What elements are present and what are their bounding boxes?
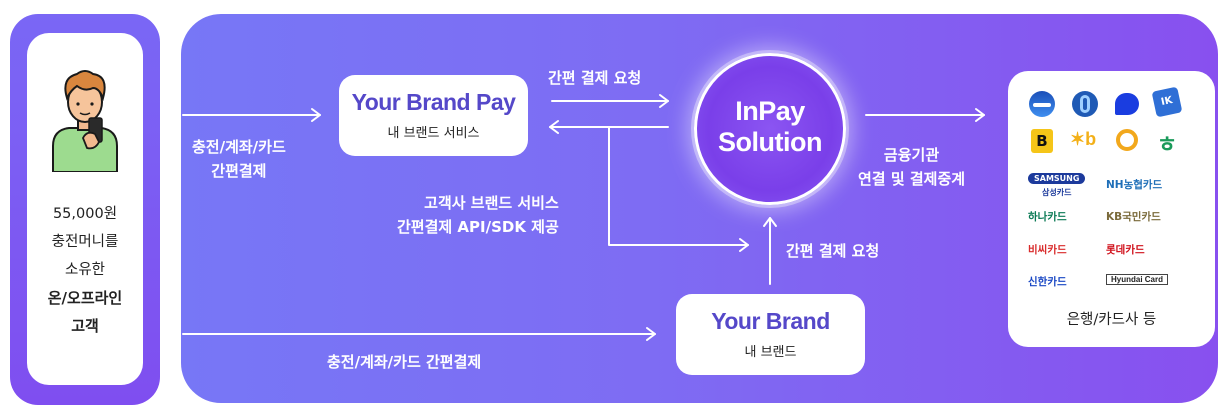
brand-box: Your Brand 내 브랜드 <box>676 294 865 375</box>
samsung-card: 삼성카드 <box>1042 188 1072 197</box>
customer-line-2: 충전머니를 <box>51 234 119 250</box>
brand-service-line-1: 고객사 브랜드 서비스 <box>424 194 559 212</box>
bc-card: 비씨카드 <box>1028 244 1067 256</box>
charge-top-label: 충전/계좌/카드 간편결제 <box>192 135 286 183</box>
customer-balance: 55,000원 <box>52 206 118 222</box>
shinhan-bank-logo-icon <box>1072 91 1098 117</box>
bank-logo-icon <box>1029 91 1055 117</box>
kbank-logo-icon: B <box>1031 129 1053 153</box>
brand-pay-box: Your Brand Pay 내 브랜드 서비스 <box>339 75 528 156</box>
brand-service-line-2: 간편결제 API/SDK 제공 <box>397 218 559 236</box>
customer-line-3: 소유한 <box>64 262 106 278</box>
brand-service-label: 고객사 브랜드 서비스 간편결제 API/SDK 제공 <box>397 191 559 239</box>
simple-request-top-label: 간편 결제 요청 <box>548 69 642 87</box>
charge-top-line-2: 간편결제 <box>211 162 267 180</box>
finance-label: 금융기관 연결 및 결제중계 <box>858 143 965 191</box>
inpay-line-1: InPay <box>735 96 805 126</box>
brand-pay-subtitle: 내 브랜드 서비스 <box>387 126 480 141</box>
woori-logo-icon <box>1116 129 1138 151</box>
charge-bottom-label: 충전/계좌/카드 간편결제 <box>327 353 482 371</box>
finance-line-1: 금융기관 <box>883 146 940 164</box>
brand-pay-title: Your Brand Pay <box>351 89 516 115</box>
arrow-api-to-inpay <box>608 126 749 246</box>
nh-card: NH농협카드 <box>1106 179 1163 191</box>
kb-bank-logo-icon: ✶b <box>1070 129 1097 149</box>
inpay-line-2: Solution <box>718 127 822 157</box>
bank-footer-label: 은행/카드사 등 <box>1066 312 1157 328</box>
shinhan-card: 신한카드 <box>1028 276 1067 288</box>
customer-avatar-icon <box>52 70 118 172</box>
customer-line-4: 온/오프라인 <box>47 289 123 307</box>
charge-top-line-1: 충전/계좌/카드 <box>192 138 286 156</box>
simple-request-right-label: 간편 결제 요청 <box>786 242 880 260</box>
inpay-solution-circle: InPay Solution <box>694 53 846 205</box>
hana-bank-logo-icon: ㅎ <box>1156 133 1178 158</box>
ibk-logo-icon: IK <box>1151 86 1183 118</box>
customer-line-5: 고객 <box>71 317 99 335</box>
hyundai-card: Hyundai Card <box>1106 274 1169 285</box>
lotte-card: 롯데카드 <box>1106 244 1145 256</box>
customer-description: 55,000원 충전머니를 소유한 온/오프라인 고객 <box>27 200 143 340</box>
hana-card: 하나카드 <box>1028 211 1067 223</box>
brand-title: Your Brand <box>711 308 830 334</box>
finance-line-2: 연결 및 결제중계 <box>858 170 966 188</box>
samsung-logo: SAMSUNG <box>1028 173 1086 184</box>
brand-subtitle: 내 브랜드 <box>744 345 797 360</box>
bank-card-box: IK B ✶b ㅎ SAMSUNG 삼성카드 NH농협카드 하나카드 KB국민카… <box>1008 71 1215 347</box>
bank-chat-logo-icon <box>1115 93 1139 115</box>
kb-card: KB국민카드 <box>1106 211 1161 223</box>
